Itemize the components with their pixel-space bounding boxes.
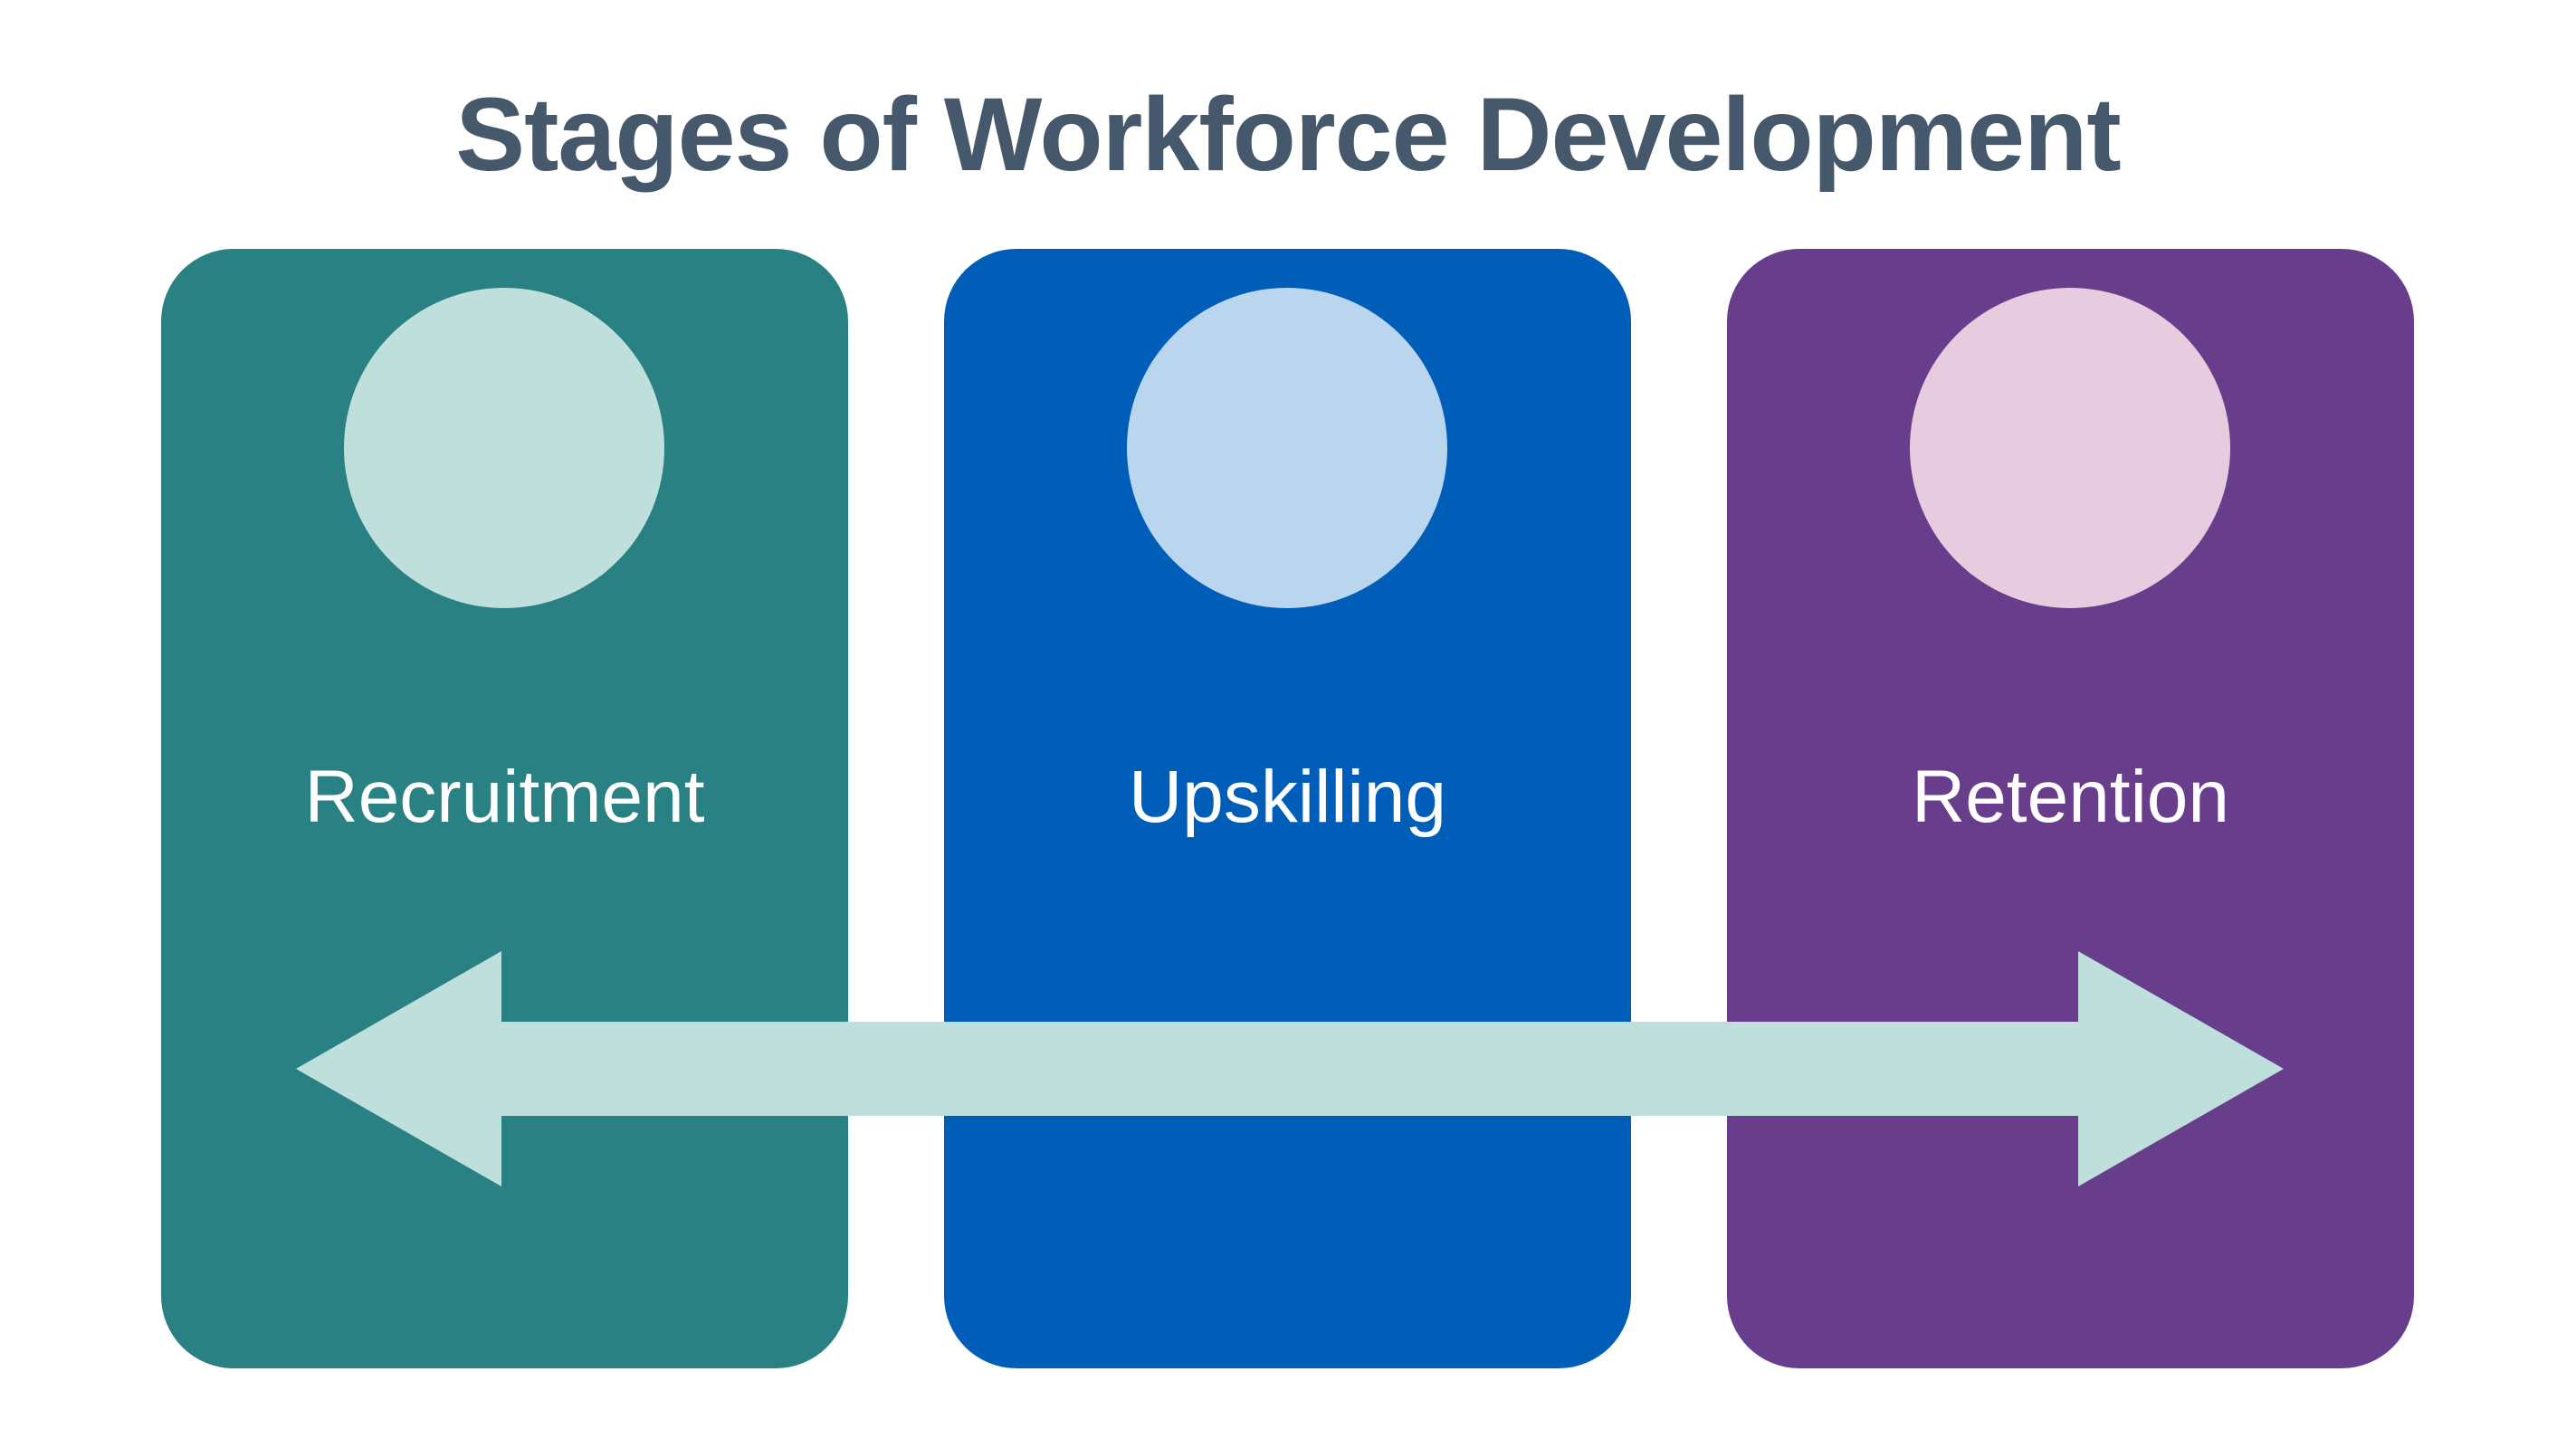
stage-card-retention: Retention bbox=[1727, 249, 2414, 1368]
retention-label: Retention bbox=[1911, 756, 2230, 838]
stage-card-recruitment: Recruitment bbox=[161, 249, 848, 1368]
upskilling-label: Upskilling bbox=[1129, 756, 1446, 838]
retention-circle-icon bbox=[1910, 288, 2230, 608]
page-title: Stages of Workforce Development bbox=[455, 77, 2121, 193]
recruitment-label: Recruitment bbox=[304, 756, 705, 838]
recruitment-circle-icon bbox=[344, 288, 664, 608]
upskilling-circle-icon bbox=[1127, 288, 1447, 608]
stage-card-upskilling: Upskilling bbox=[944, 249, 1631, 1368]
bidirectional-arrow-shape bbox=[296, 951, 2284, 1186]
